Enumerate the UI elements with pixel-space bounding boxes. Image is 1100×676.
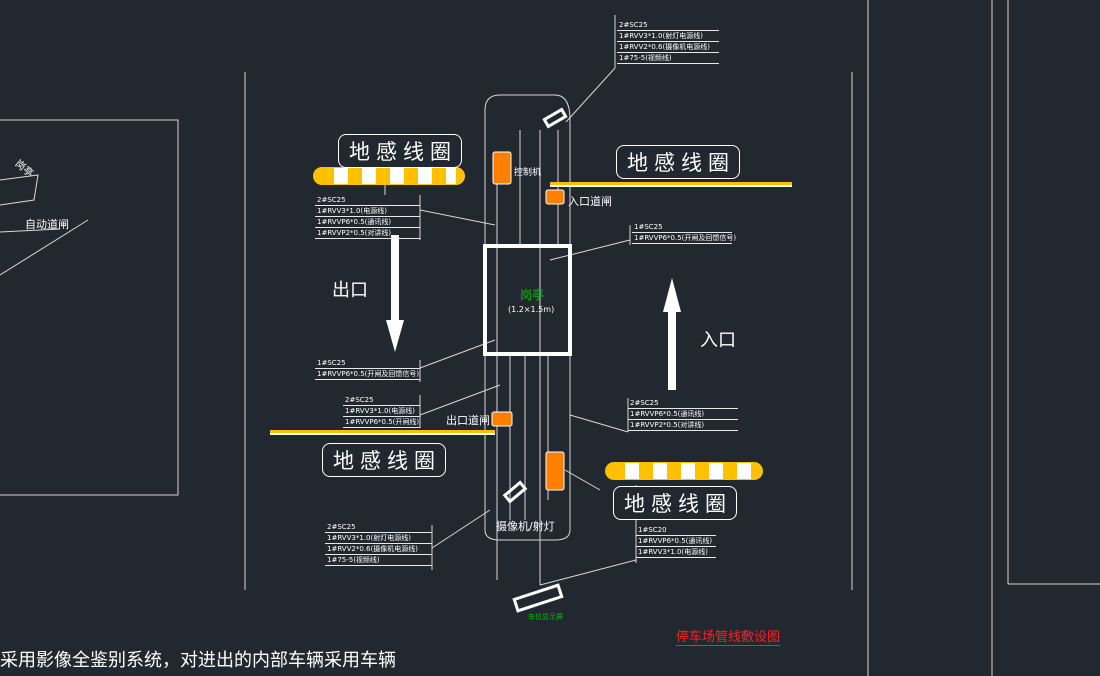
booth-outline [483, 244, 572, 356]
exit-gate-label: 出口道闸 [446, 414, 490, 427]
display-label: 车位显示屏 [528, 613, 563, 621]
note-line: 1#RVV3*1.0(电源线) [636, 547, 716, 558]
bottom-description: 采用影像全鉴别系统，对进出的内部车辆采用车辆 [0, 650, 396, 671]
note-line: 2#SC25 [325, 522, 432, 533]
exit-label: 出口 [332, 280, 368, 301]
entry-label: 入口 [700, 330, 736, 351]
exit-gate-box [491, 411, 513, 427]
note-line: 1#RVV3*1.0(电源线) [343, 406, 420, 417]
note-line: 1#75-5(视频线) [325, 555, 432, 566]
note-line: 1#RVVP2*0.5(对讲线) [315, 228, 420, 239]
note-line: 1#RVV2*0.6(摄像机电源线) [325, 544, 432, 555]
controller-box [492, 151, 512, 185]
controller-box-lower [545, 451, 565, 491]
entry-gate-label: 入口道闸 [568, 195, 612, 208]
note-line: 1#75-5(视频线) [617, 53, 719, 64]
drawing-title: 停车场管线敷设图 [676, 626, 781, 646]
note-line: 1#RVVP6*0.5(开闸及回馈信号) [632, 234, 737, 244]
note-line: 1#SC25 [632, 222, 732, 233]
coil-label-lower-right: 地感线圈 [613, 486, 737, 520]
coil-label-upper-right: 地感线圈 [616, 145, 740, 179]
display-board [512, 583, 564, 613]
note-line: 1#RVV3*1.0(射灯电源线) [617, 31, 719, 42]
booth-size: (1.2×1.5m) [508, 305, 555, 314]
controller-label: 控制机 [514, 168, 542, 178]
direction-arrows [386, 235, 681, 390]
barrier-arm-upper-left [313, 167, 465, 185]
entry-gate-box [545, 189, 565, 205]
note-line: 1#RVV3*1.0(电源线) [315, 206, 420, 217]
booth-label: 岗亭 [520, 288, 545, 302]
barrier-arm-exit [270, 430, 495, 435]
note-line: 1#RVVP6*0.5(通讯线) [315, 217, 420, 228]
note-line: 1#SC20 [636, 525, 716, 536]
auto-gate-label: 自动道闸 [25, 218, 69, 231]
coil-label-lower-left: 地感线圈 [322, 443, 446, 477]
note-line: 2#SC25 [628, 398, 738, 409]
camera-label: 摄像机/射灯 [496, 520, 555, 533]
note-line: 2#SC25 [617, 20, 719, 31]
coil-label-upper-left: 地感线圈 [338, 134, 462, 168]
note-line: 2#SC25 [315, 195, 420, 206]
note-line: 1#RVV3*1.0(射灯电源线) [325, 533, 432, 544]
camera-icon [502, 107, 568, 504]
note-line: 1#RVV2*0.6(摄像机电源线) [617, 42, 719, 53]
note-line: 1#RVVP6*0.5(开闸线) [343, 418, 420, 428]
note-line: 1#RVVP6*0.5(通讯线) [628, 409, 738, 420]
note-line: 1#RVVP6*0.5(通讯线) [636, 536, 716, 547]
note-line: 1#SC25 [315, 358, 420, 369]
note-line: 2#SC25 [343, 395, 420, 406]
note-line: 1#RVVP2*0.5(对讲线) [628, 420, 738, 431]
barrier-arm-entry [550, 182, 792, 187]
note-line: 1#RVVP6*0.5(开闸及回馈信号) [315, 370, 420, 380]
barrier-arm-lower-right [605, 462, 763, 480]
